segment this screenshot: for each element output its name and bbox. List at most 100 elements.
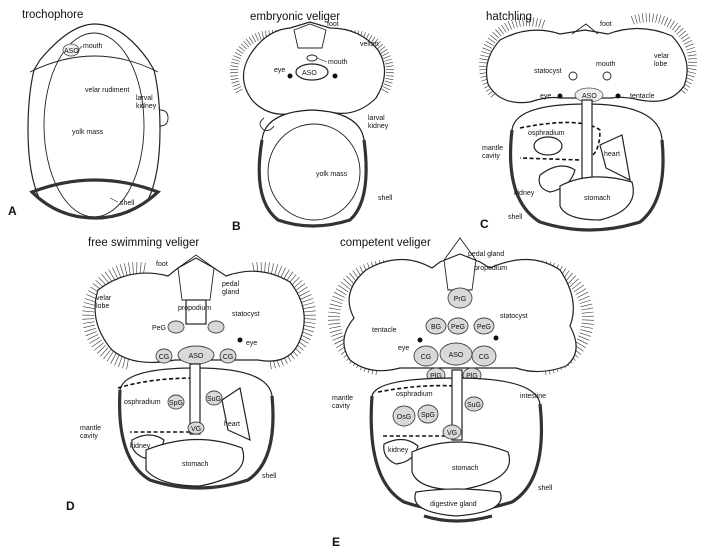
mouth-label: mouth — [596, 61, 616, 68]
panel-d-title: free swimming veliger — [88, 237, 199, 249]
stomach-label: stomach — [452, 465, 479, 472]
panel-e-title: competent veliger — [340, 237, 431, 249]
sug-label: SuG — [207, 396, 221, 403]
eye-right — [332, 73, 338, 79]
cg-left — [155, 348, 173, 364]
larval-kidney — [259, 117, 275, 131]
panel-a-title: trochophore — [22, 9, 83, 21]
aso-label: ASO — [449, 352, 464, 359]
stomach-label: stomach — [182, 461, 209, 468]
velar-rudiment-label: velar rudiment — [85, 87, 129, 94]
foot-label: foot — [156, 261, 168, 268]
vg-ganglion — [187, 421, 205, 435]
osg-ganglion — [392, 405, 416, 427]
digestive-gland — [414, 488, 502, 517]
yolk-mass-label: yolk mass — [72, 129, 104, 136]
statocyst — [207, 320, 225, 334]
shell-label: shell — [378, 195, 393, 202]
tentacle-label: tentacle — [372, 327, 397, 334]
yolk-mass — [267, 123, 361, 221]
osg-label: OsG — [397, 414, 411, 421]
shell-label: shell — [508, 214, 523, 221]
esophagus — [581, 99, 593, 181]
stomach — [145, 438, 245, 487]
intestine-label: intestine — [520, 393, 546, 400]
eye-left — [287, 73, 293, 79]
vg-label: VG — [447, 430, 457, 437]
prg-label: PrG — [454, 296, 466, 303]
eye-label: eye — [398, 345, 409, 352]
eye-right — [493, 335, 499, 341]
plg-right-label: PlG — [466, 373, 478, 380]
peg-right-ganglion — [473, 317, 495, 335]
panel-b-letter: B — [232, 219, 241, 233]
foot — [443, 237, 477, 291]
propodium — [185, 299, 207, 325]
prg-ganglion — [447, 287, 473, 309]
vg-ganglion — [442, 424, 462, 440]
velar-lobes — [343, 253, 577, 373]
statocyst-right — [602, 71, 612, 81]
stomach — [411, 441, 510, 491]
osphradium-label: osphradium — [396, 391, 433, 398]
cg-right — [219, 348, 237, 364]
stomach-label: stomach — [584, 195, 611, 202]
panel-b: embryonic veliger ASO eye foot velum mou… — [232, 11, 393, 233]
mouth-label: mouth — [83, 43, 103, 50]
trochophore-body — [27, 23, 161, 219]
eye-label: eye — [540, 93, 551, 100]
digestive-gland-label: digestive gland — [430, 501, 477, 508]
panel-e-letter: E — [332, 535, 340, 549]
shell — [29, 178, 161, 220]
statocyst-label: statocyst — [232, 311, 260, 318]
shell — [508, 129, 665, 232]
yolk-mass-label: yolk mass — [316, 171, 348, 178]
sug-ganglion — [464, 396, 484, 412]
eye-right — [615, 93, 621, 99]
tentacle-label: tentacle — [630, 93, 655, 100]
peg-right-label: PeG — [477, 324, 491, 331]
statocyst-label: statocyst — [534, 68, 562, 75]
mouth-label: mouth — [328, 59, 348, 66]
peg-left-ganglion — [447, 317, 469, 335]
eye-left — [417, 337, 423, 343]
spg-label: SpG — [421, 412, 435, 419]
velum-label: velum — [360, 41, 379, 48]
cg-right-label: CG — [223, 354, 234, 361]
cg-right-label: CG — [479, 354, 490, 361]
panel-e: competent veliger pedal gland propodium … — [332, 237, 577, 549]
peg-left-label: PeG — [451, 324, 465, 331]
velar-lobes — [485, 27, 688, 104]
cg-left-ganglion — [413, 345, 439, 367]
body — [258, 109, 367, 227]
eye-label: eye — [274, 67, 285, 74]
bg-label: BG — [431, 324, 441, 331]
velar-cilia-right — [630, 12, 698, 94]
cg-left-label: CG — [159, 354, 170, 361]
foot — [177, 254, 215, 301]
pedal-gland-label: pedal gland — [468, 251, 504, 258]
panel-a: trochophore ASO mouth velar rudiment lar… — [8, 9, 169, 220]
stomach — [559, 176, 634, 221]
shell-label: shell — [120, 200, 135, 207]
bg-ganglion — [425, 317, 447, 335]
propodium-label: propodium — [178, 305, 211, 312]
panel-c-letter: C — [480, 217, 489, 231]
kidney-label: kidney — [130, 443, 151, 450]
foot — [293, 23, 327, 49]
shell-label: shell — [262, 473, 277, 480]
statocyst-label: statocyst — [500, 313, 528, 320]
foot-label: foot — [600, 21, 612, 28]
plg-left-label: PlG — [430, 373, 442, 380]
shell-label: shell — [538, 485, 553, 492]
propodium-label: propodium — [474, 265, 507, 272]
